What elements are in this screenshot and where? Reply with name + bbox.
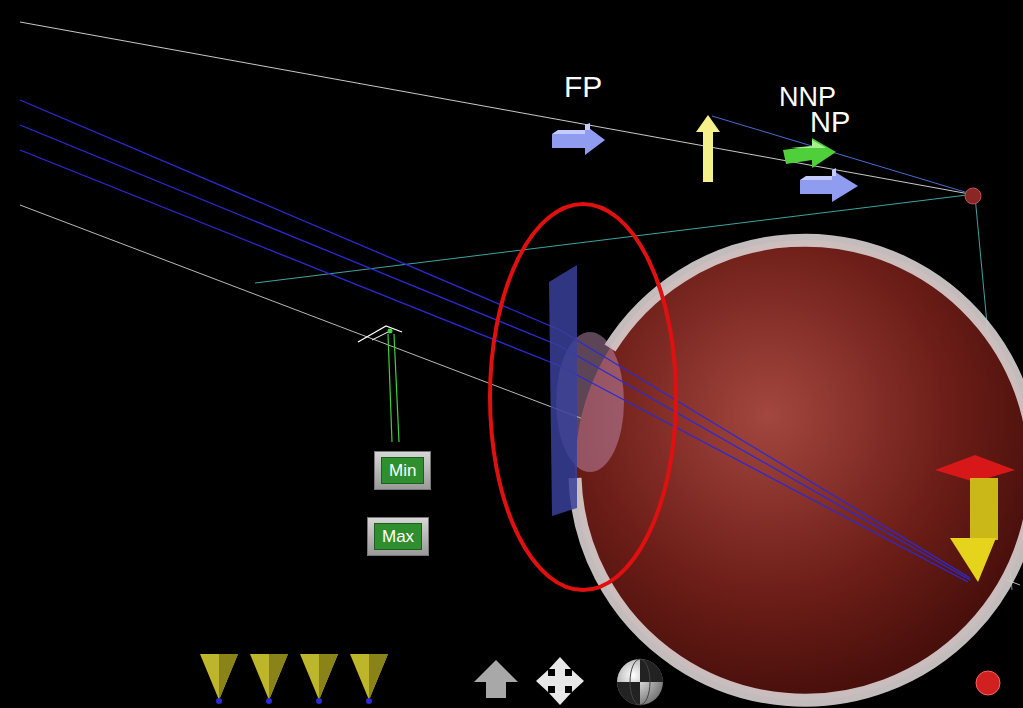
view-cone-icon bbox=[250, 654, 288, 704]
near-point-marker bbox=[800, 168, 858, 202]
light-ray bbox=[20, 150, 968, 582]
nnp-marker bbox=[783, 138, 836, 168]
view-cone-icon bbox=[350, 654, 388, 704]
range-button: Max bbox=[367, 517, 429, 556]
marker-label: NP bbox=[810, 108, 850, 137]
marker-label: NNP bbox=[779, 84, 836, 111]
button-text: Min bbox=[381, 457, 424, 484]
record-icon bbox=[976, 671, 1000, 695]
marker-label: FP bbox=[564, 72, 602, 102]
view-cone-icon bbox=[200, 654, 238, 704]
pan-icon bbox=[536, 657, 584, 705]
range-bracket bbox=[358, 326, 402, 442]
range-button: Min bbox=[374, 451, 431, 490]
toolbar bbox=[200, 654, 1000, 705]
highlight-oval bbox=[490, 204, 676, 590]
button-text: Max bbox=[374, 523, 422, 550]
rotate-sphere-icon bbox=[617, 659, 663, 705]
sclera bbox=[575, 240, 1023, 700]
eye-point bbox=[965, 188, 981, 204]
guide-line bbox=[20, 22, 975, 195]
lens-plate bbox=[549, 265, 577, 516]
image-arrow bbox=[935, 455, 1015, 582]
light-ray bbox=[20, 125, 970, 580]
view-cone-icon bbox=[300, 654, 338, 704]
move-up-icon bbox=[474, 660, 518, 698]
object-arrow bbox=[696, 115, 720, 182]
eyeball bbox=[575, 240, 1023, 700]
far-point-marker bbox=[552, 123, 605, 155]
